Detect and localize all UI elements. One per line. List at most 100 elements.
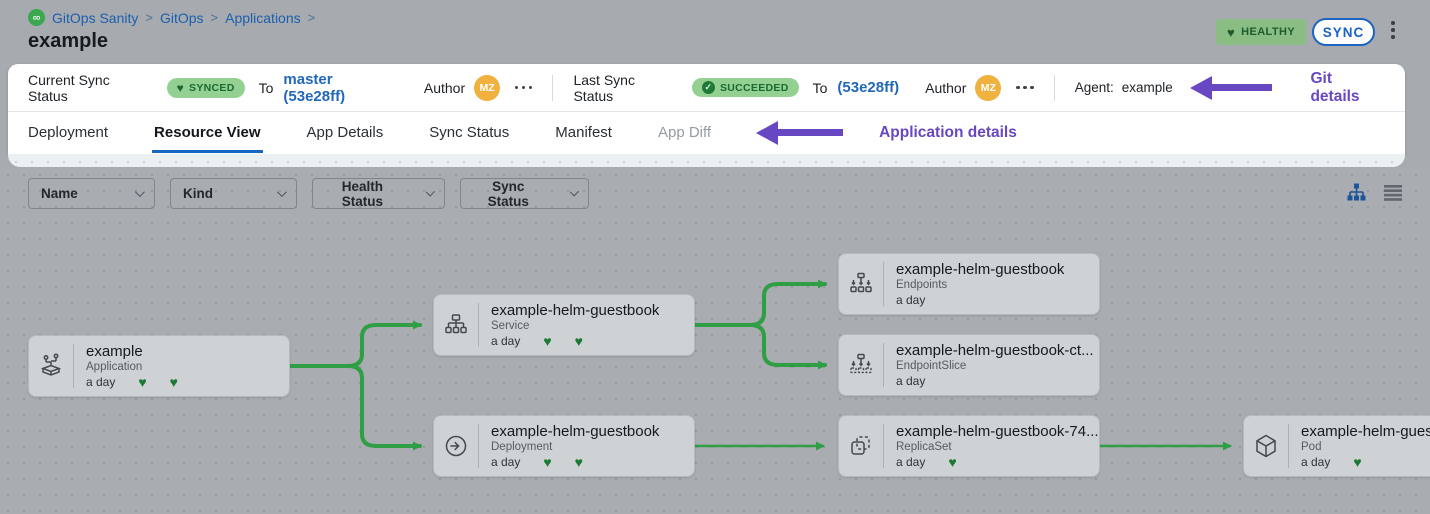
application-icon [29, 353, 73, 379]
replicaset-icon [839, 433, 883, 459]
gitops-logo-icon: ∞ [28, 9, 45, 26]
endpointslice-icon [839, 352, 883, 378]
node-title: example-helm-guestbook [491, 423, 660, 440]
more-options-icon[interactable] [1391, 21, 1395, 39]
divider [1288, 424, 1289, 468]
tab-resource-view[interactable]: Resource View [152, 112, 263, 153]
graph-node-deployment[interactable]: example-helm-guestbook Deployment a day … [433, 415, 695, 477]
last-sync-status-label: Last Sync Status [573, 71, 635, 104]
graph-node-endpointslice[interactable]: example-helm-guestbook-ct... EndpointSli… [838, 334, 1100, 396]
health-status-filter-dropdown[interactable]: Health Status [312, 178, 445, 209]
page-header: ∞ GitOps Sanity > GitOps > Applications … [0, 0, 1430, 64]
card-bottom-strip [8, 154, 1405, 167]
app-details-card: Current Sync Status ♥ SYNCED To master (… [8, 64, 1405, 154]
tab-manifest[interactable]: Manifest [555, 124, 612, 141]
sync-status-bar: Current Sync Status ♥ SYNCED To master (… [8, 64, 1405, 112]
node-kind: ReplicaSet [896, 441, 952, 453]
health-heart-icon: ♥ [948, 454, 957, 469]
service-icon [434, 312, 478, 338]
filter-label: Sync Status [487, 178, 529, 209]
chevron-down-icon [569, 187, 579, 197]
divider [883, 262, 884, 306]
succeeded-badge-label: SUCCEEDED [719, 81, 789, 94]
filter-label: Name [41, 186, 78, 201]
breadcrumb-separator: > [307, 10, 316, 25]
pod-icon [1244, 433, 1288, 459]
divider [73, 344, 74, 388]
node-title: example-helm-guest [1301, 423, 1430, 440]
node-age: a day [896, 455, 926, 469]
tree-view-icon[interactable] [1346, 182, 1367, 208]
succeeded-status-badge: ✓ SUCCEEDED [691, 78, 799, 97]
last-revision-link[interactable]: (53e28ff) [837, 79, 900, 96]
divider [883, 343, 884, 387]
health-heart-icon: ♥ [574, 454, 583, 469]
author-label: Author [925, 79, 967, 96]
divider [552, 74, 554, 101]
author-avatar: MZ [474, 74, 500, 101]
graph-node-pod[interactable]: example-helm-guest Pod a day ♥ [1243, 415, 1430, 477]
more-actions-icon[interactable] [514, 85, 533, 90]
more-actions-icon[interactable] [1016, 85, 1034, 90]
graph-node-endpoints[interactable]: example-helm-guestbook Endpoints a day [838, 253, 1100, 315]
current-sync-status-label: Current Sync Status [28, 71, 110, 104]
deployment-icon [434, 433, 478, 459]
sync-button[interactable]: SYNC [1312, 18, 1375, 46]
node-title: example-helm-guestbook-ct... [896, 342, 1094, 359]
health-heart-icon: ♥ [138, 374, 147, 389]
graph-node-application[interactable]: example Application a day ♥ ♥ [28, 335, 290, 397]
endpoints-icon [839, 271, 883, 297]
node-title: example [86, 343, 143, 360]
filter-bar: Name Kind Health Status Sync Status [28, 178, 589, 209]
list-view-icon[interactable] [1383, 184, 1403, 207]
view-toggle-group [1346, 182, 1403, 208]
application-details-annotation: Application details [879, 123, 1017, 141]
author-avatar: MZ [975, 74, 1002, 101]
breadcrumb-separator: > [210, 10, 219, 25]
graph-node-replicaset[interactable]: example-helm-guestbook-74... ReplicaSet … [838, 415, 1100, 477]
node-age: a day [86, 375, 116, 389]
author-label: Author [423, 79, 466, 96]
breadcrumb-item-gitops-sanity[interactable]: GitOps Sanity [52, 9, 139, 26]
node-age: a day [491, 455, 521, 469]
health-heart-icon: ♥ [543, 333, 552, 348]
node-title: example-helm-guestbook [896, 261, 1065, 278]
graph-node-service[interactable]: example-helm-guestbook Service a day ♥ ♥ [433, 294, 695, 356]
divider [478, 424, 479, 468]
divider [883, 424, 884, 468]
tab-deployment[interactable]: Deployment [28, 124, 109, 141]
name-filter-dropdown[interactable]: Name [28, 178, 155, 209]
node-age: a day [896, 374, 926, 388]
node-kind: Application [86, 361, 143, 373]
annotation-arrow-left-icon [1189, 75, 1273, 100]
breadcrumb-separator: > [145, 10, 153, 25]
node-kind: Service [491, 320, 530, 332]
health-heart-icon: ♥ [1353, 454, 1362, 469]
graph-edges [288, 279, 1232, 451]
tab-app-diff[interactable]: App Diff [657, 124, 712, 141]
heart-icon: ♥ [1227, 24, 1236, 40]
node-title: example-helm-guestbook-74... [896, 423, 1099, 440]
sync-status-filter-dropdown[interactable]: Sync Status [460, 178, 589, 209]
to-label: To [258, 79, 274, 96]
node-age: a day [1301, 455, 1331, 469]
breadcrumb-item-applications[interactable]: Applications [225, 9, 301, 26]
divider [1053, 74, 1055, 101]
agent-value: example [1121, 80, 1173, 95]
to-label: To [812, 79, 828, 96]
health-heart-icon: ♥ [574, 333, 583, 348]
tab-bar: Deployment Resource View App Details Syn… [8, 112, 1405, 153]
heart-icon: ♥ [176, 80, 185, 95]
node-kind: EndpointSlice [896, 360, 967, 372]
current-revision-link[interactable]: master (53e28ff) [283, 70, 346, 105]
filter-label: Kind [183, 186, 213, 201]
tab-app-details[interactable]: App Details [306, 124, 384, 141]
tab-sync-status[interactable]: Sync Status [429, 124, 510, 141]
chevron-down-icon [425, 187, 435, 197]
divider [478, 303, 479, 347]
kind-filter-dropdown[interactable]: Kind [170, 178, 297, 209]
breadcrumb: ∞ GitOps Sanity > GitOps > Applications … [28, 9, 315, 26]
breadcrumb-item-gitops[interactable]: GitOps [159, 9, 204, 26]
resource-graph-canvas: Name Kind Health Status Sync Status [0, 167, 1430, 514]
page-title: example [28, 30, 109, 52]
